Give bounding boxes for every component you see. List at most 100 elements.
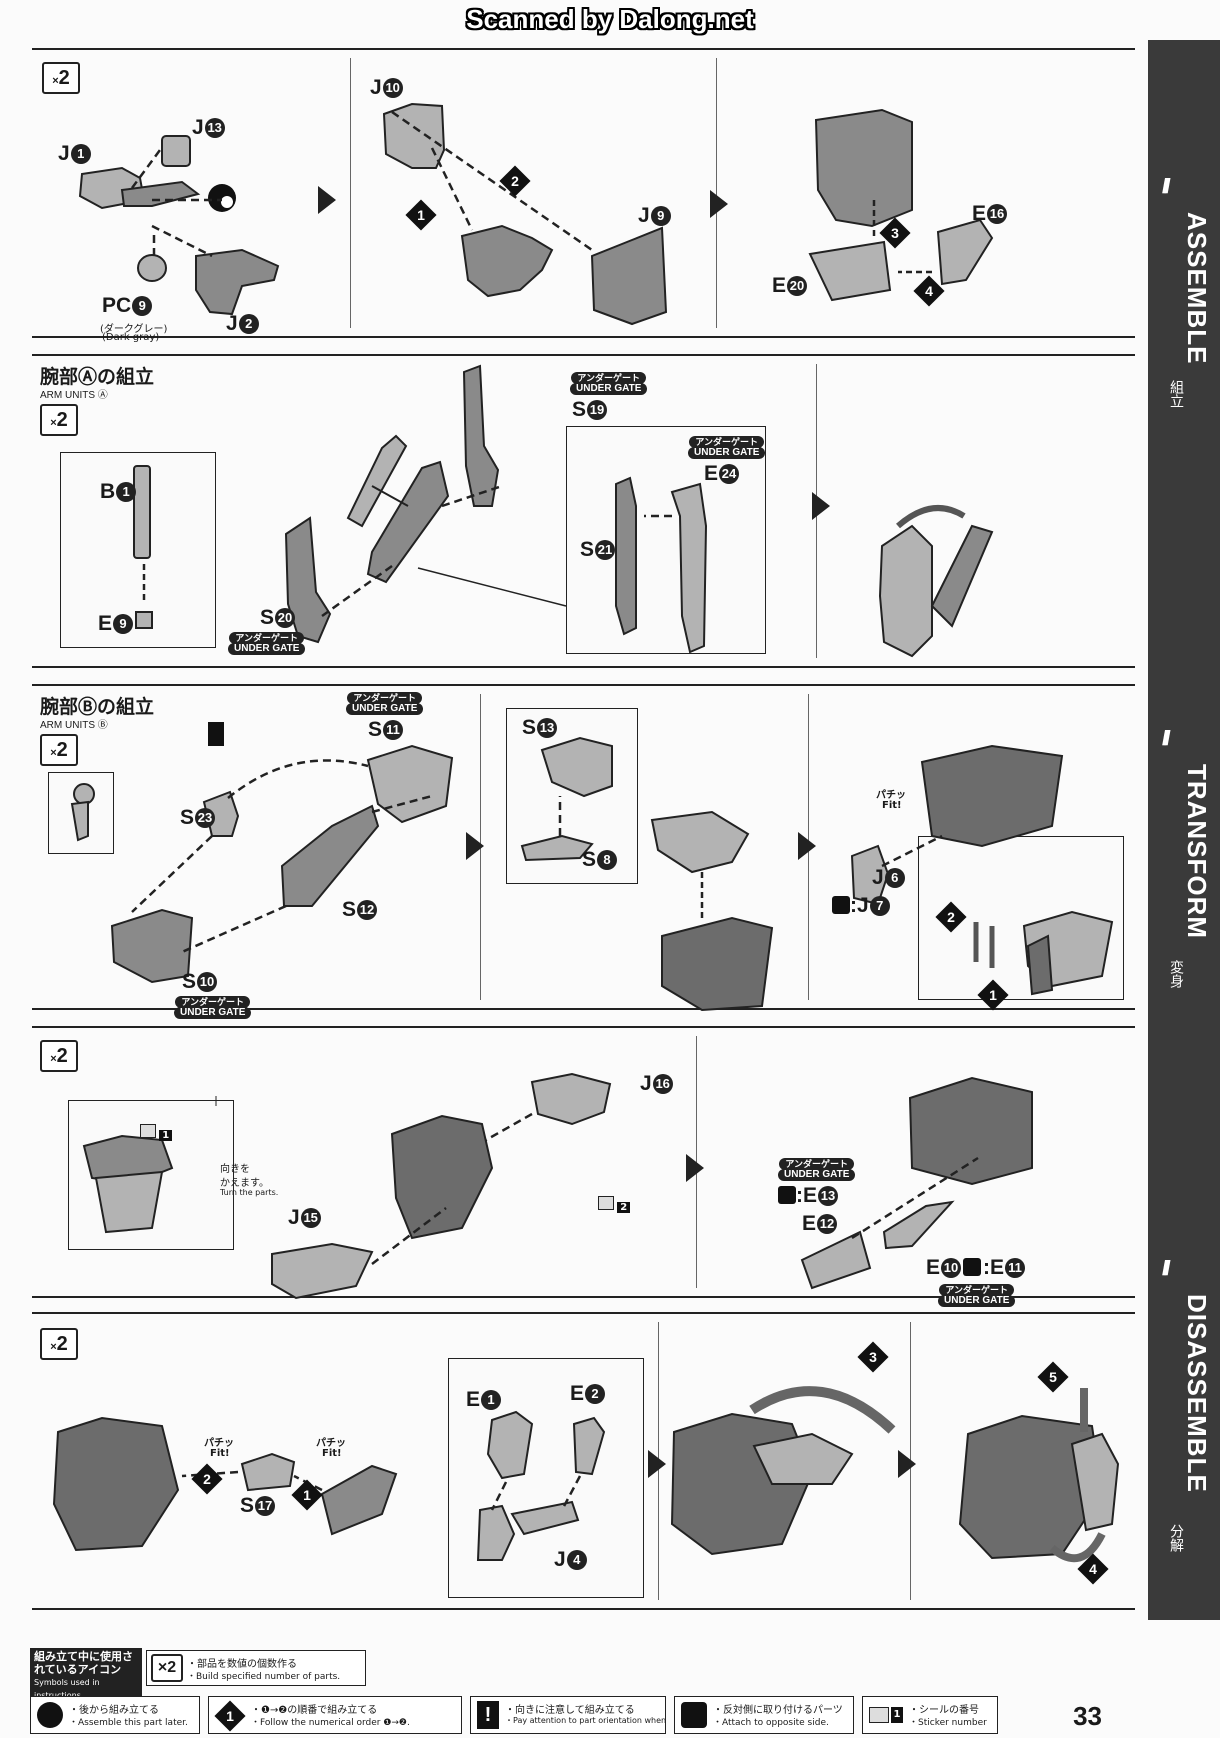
part-j1-arm (120, 180, 201, 207)
part-b1 (133, 465, 151, 559)
step-marker: 5 (1037, 1361, 1069, 1393)
page-number: 33 (1073, 1701, 1102, 1731)
legend-item-opposite: ・反対側に取り付けるパーツ ・Attach to opposite side. (674, 1696, 854, 1734)
legend-item-orientation: ! ・向きに注意して組み立てる ・Pay attention to part o… (470, 1696, 666, 1734)
next-step-arrow (710, 190, 728, 218)
step-marker: 1 (977, 979, 1009, 1011)
panel2-drawing (133, 364, 994, 658)
sticker-number-icon: 1 (891, 1707, 903, 1723)
part-s8 (520, 834, 594, 862)
step-marker: 4 (913, 275, 945, 307)
fit-text-en: Fit! (322, 1448, 342, 1459)
part-b1-placed (346, 434, 408, 528)
legend-heading-en: Symbols used in instructions (34, 1678, 100, 1700)
sidebar-disassemble-jp: 分解 (1168, 1524, 1184, 1552)
sidebar-transform-title: TRANSFORM (1182, 764, 1212, 940)
part-detail-piece (82, 1134, 174, 1186)
part-s13 (540, 736, 613, 798)
sidebar-disassemble-title: DISASSEMBLE (1182, 1294, 1212, 1493)
part-e24 (670, 482, 708, 654)
sidebar-assemble-jp: 組立 (1168, 380, 1184, 408)
section-title: 腕部Ⓑの組立 (40, 696, 155, 718)
part-subassembly (460, 224, 554, 298)
next-step-arrow (812, 492, 830, 520)
step-marker: 2 (191, 1463, 223, 1495)
step-marker: 2 (499, 165, 531, 197)
multiplier-badge: ×2 (40, 404, 78, 436)
multiplier-badge: ×2 (40, 1328, 78, 1360)
later-icon (37, 1702, 63, 1728)
transform-slash-icon: /// (1162, 728, 1171, 750)
next-step-arrow (798, 832, 816, 860)
part-arm-rotated (930, 524, 994, 628)
opposite-side-icon (681, 1702, 707, 1728)
legend-heading: 組み立て中に使用されているアイコン Symbols used in instru… (30, 1648, 142, 1704)
panel3-drawing (70, 722, 1114, 1012)
step-marker: 3 (879, 217, 911, 249)
disassemble-slash-icon: /// (1162, 1258, 1171, 1280)
part-s19 (462, 364, 500, 507)
sticker-icon (869, 1707, 889, 1723)
legend-item-later: ・後から組み立てる ・Assemble this part later. (30, 1696, 200, 1734)
part-shoulder-assembled (908, 1076, 1033, 1186)
part-folding-cover (752, 1432, 854, 1485)
caution-icon: ! (477, 1701, 499, 1729)
part-s23 (202, 790, 240, 837)
multiplier-icon: ×2 (151, 1654, 183, 1682)
part-j10 (382, 102, 446, 169)
fit-text-en: Fit! (210, 1448, 230, 1459)
part-e20 (808, 240, 892, 302)
multiplier-badge: ×2 (40, 1040, 78, 1072)
part-s11 (366, 744, 454, 824)
panel5-drawing (52, 1386, 1120, 1563)
fit-text-jp: パチッ (204, 1438, 234, 1449)
step-divider (350, 58, 351, 328)
step-marker: 2 (935, 901, 967, 933)
turn-note-jp-2: かえます。 (220, 1178, 269, 1189)
turn-note-jp-1: 向きを (220, 1164, 250, 1175)
opposite-side-icon (832, 896, 850, 914)
part-s12 (280, 804, 380, 907)
part-e10 (882, 1200, 955, 1250)
part-detail (73, 783, 95, 805)
opposite-side-icon (963, 1258, 982, 1276)
caution-icon (208, 722, 224, 746)
fit-text-jp: パチッ (876, 790, 906, 801)
panel1-drawing (78, 102, 994, 326)
part-assembled-torso (814, 108, 913, 228)
part-assembled-arm-b (920, 744, 1064, 848)
multiplier-badge: ×2 (40, 734, 78, 766)
multiplier-badge: ×2 (42, 62, 80, 94)
part-body-assembly (52, 1416, 180, 1552)
order-icon: 1 (214, 1700, 246, 1732)
part-j9 (590, 226, 668, 326)
section-subtitle: ARM UNITS Ⓑ (40, 720, 108, 731)
part-j6 (850, 844, 890, 906)
